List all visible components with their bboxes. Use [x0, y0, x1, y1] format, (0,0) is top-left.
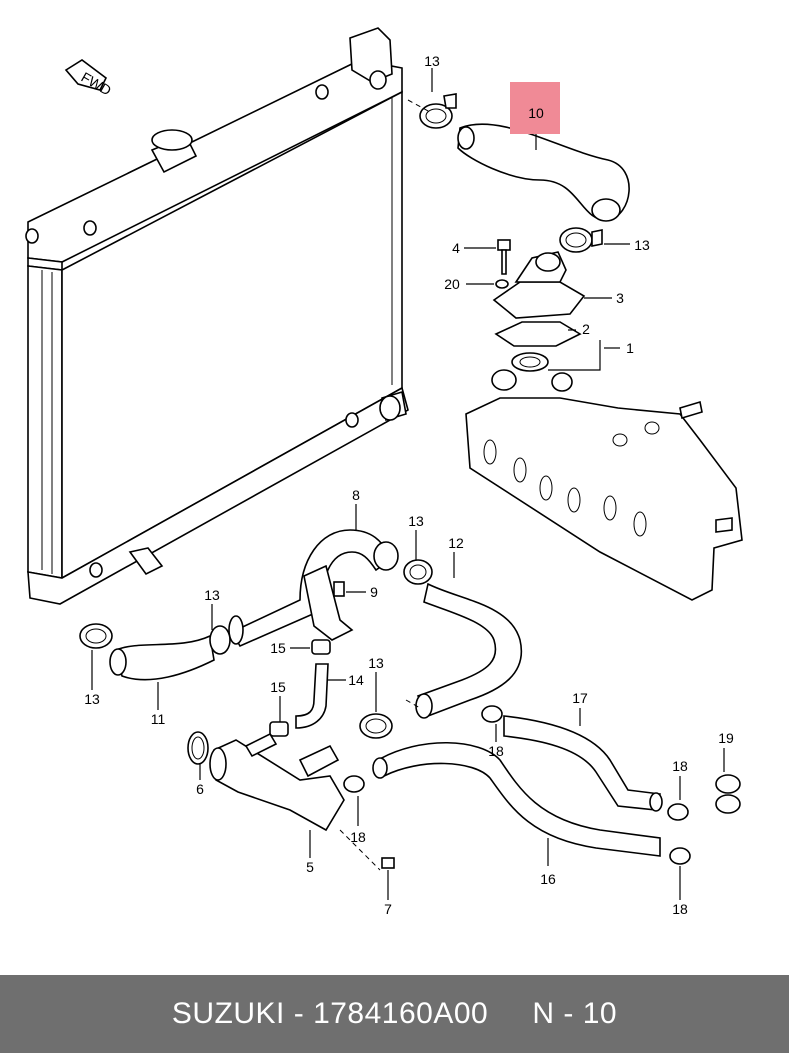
hose-clamp-13-lower-left: [79, 623, 113, 649]
callout-13: 13: [408, 513, 424, 529]
callout-12: 12: [448, 535, 464, 551]
hose-clamp-18-d: [669, 847, 691, 865]
callout-18: 18: [350, 829, 366, 845]
callout-15: 15: [270, 679, 286, 695]
brand-label: SUZUKI: [171, 997, 285, 1030]
hose-16: [372, 741, 661, 857]
highlighted-callout-box: [510, 82, 560, 134]
callout-17: 17: [572, 690, 588, 706]
callout-13: 13: [368, 655, 384, 671]
callout-15: 15: [270, 640, 286, 656]
hose-12: [415, 582, 523, 719]
callout-16: 16: [540, 871, 556, 887]
callout-14: 14: [348, 672, 364, 688]
callout-9: 9: [370, 584, 378, 600]
hose-14: [295, 663, 329, 729]
callout-7: 7: [384, 901, 392, 917]
washer-20: [495, 279, 509, 289]
bolt-7: [381, 857, 395, 869]
part-number: 1784160A00: [313, 997, 489, 1030]
callout-reference: N - 10: [532, 997, 618, 1030]
leader-lines: [91, 68, 725, 900]
gasket-2: [494, 321, 582, 347]
clamp-15-upper: [311, 639, 331, 655]
footer-separator: -: [284, 997, 314, 1030]
clamp-15-lower: [269, 721, 289, 737]
callout-10: 10: [528, 105, 544, 121]
radiator: [25, 27, 409, 605]
callout-13: 13: [634, 237, 650, 253]
parts-diagram: FWD: [25, 27, 743, 917]
hose-clamp-13-mid-left: [209, 625, 231, 655]
upper-radiator-hose: [457, 123, 630, 222]
hose-clamp-18-b: [343, 775, 365, 793]
callout-2: 2: [582, 321, 590, 337]
hose-clamp-13-lower: [359, 713, 393, 739]
callout-19: 19: [718, 730, 734, 746]
callout-5: 5: [306, 859, 314, 875]
hose-clamp-19: [715, 774, 741, 814]
callout-6: 6: [196, 781, 204, 797]
thermostat-cover: [492, 251, 586, 319]
hose-clamp-18-c: [667, 803, 689, 821]
callout-3: 3: [616, 290, 624, 306]
callout-18: 18: [672, 901, 688, 917]
callout-13: 13: [84, 691, 100, 707]
callout-13: 13: [204, 587, 220, 603]
callout-13: 13: [424, 53, 440, 69]
thermostat-1: [511, 352, 549, 372]
hose-clamp-13-mid: [403, 559, 433, 585]
callout-4: 4: [452, 240, 460, 256]
callout-8: 8: [352, 487, 360, 503]
hose-clamp-18-a: [481, 705, 503, 723]
water-pipe-5: [209, 732, 345, 832]
callout-18: 18: [488, 743, 504, 759]
bracket-9: [303, 564, 354, 641]
hose-clamp-upper-right: [559, 227, 603, 253]
callout-numbers: 13 10 13 4 20 3 2 1 8 9 13 12 13 15 14 1…: [84, 53, 734, 917]
intake-manifold: [465, 369, 743, 601]
hose-11: [109, 634, 215, 681]
hose-clamp-upper-left: [419, 93, 457, 129]
callout-11: 11: [151, 711, 166, 727]
footer-gap: [488, 997, 532, 1031]
bolt-4: [497, 239, 511, 275]
exploded-view-drawing: FWD: [25, 27, 743, 917]
callout-18: 18: [672, 758, 688, 774]
o-ring-6: [187, 731, 209, 765]
part-info-footer: SUZUKI - 1784160A00 N - 10: [0, 975, 789, 1053]
hose-17: [503, 715, 663, 812]
callout-20: 20: [444, 276, 460, 292]
callout-1: 1: [626, 340, 634, 356]
front-direction-marker: FWD: [64, 59, 114, 99]
